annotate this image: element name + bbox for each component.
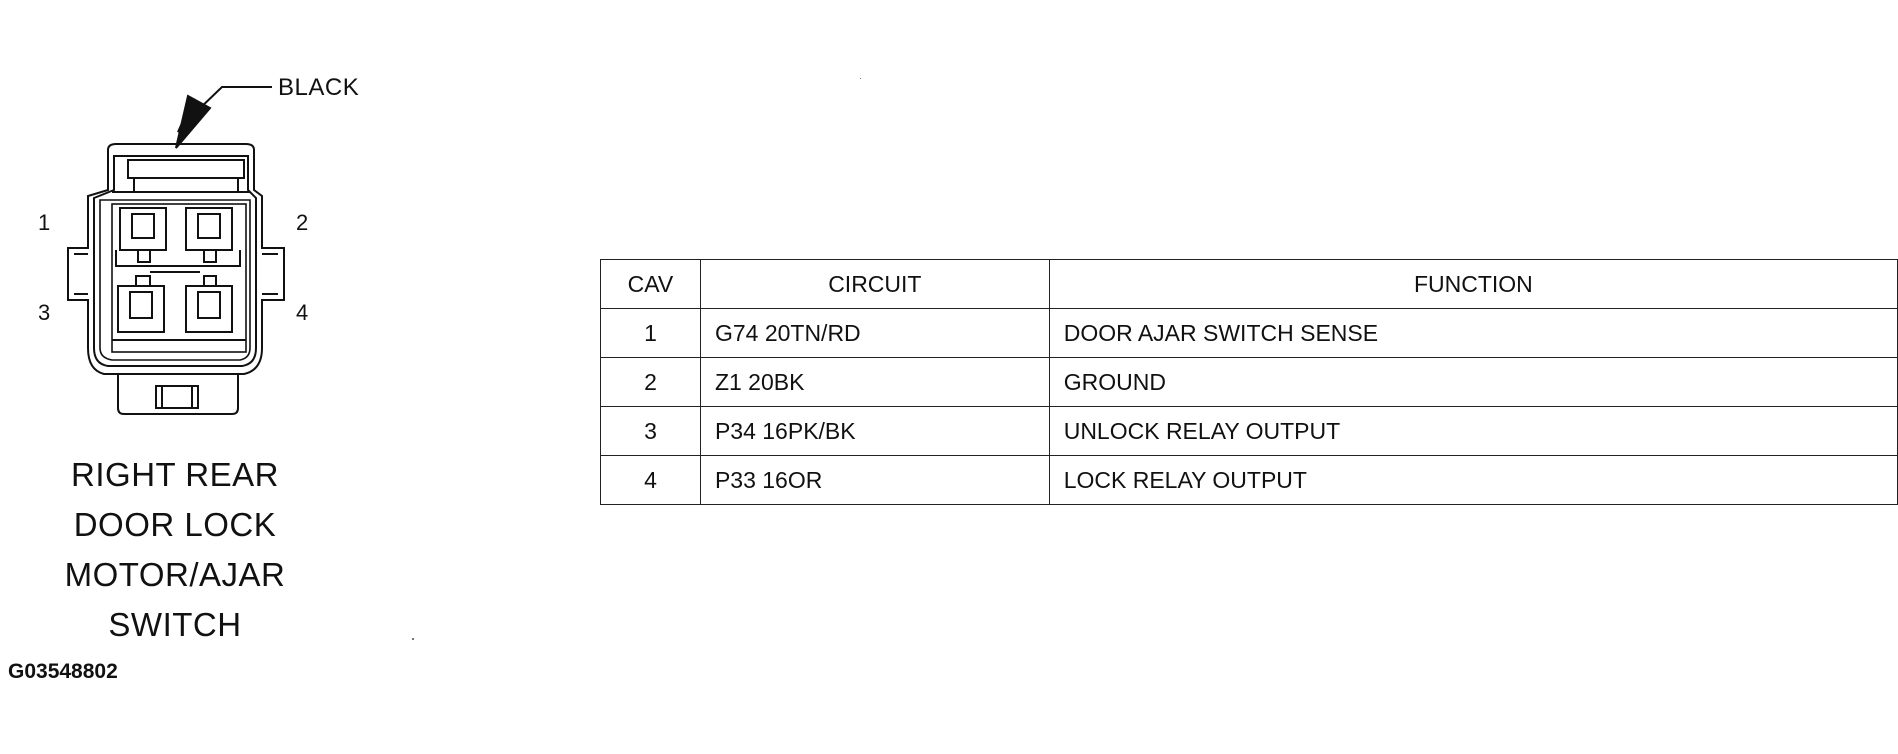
connector-name-line: MOTOR/AJAR — [64, 556, 286, 593]
connector-name: RIGHT REAR DOOR LOCK MOTOR/AJAR SWITCH — [40, 450, 310, 650]
circuit-cell: G74 20TN/RD — [699, 308, 1050, 358]
circuit-cell: P34 16PK/BK — [699, 406, 1050, 456]
scan-speck — [860, 78, 861, 79]
cav-cell: 1 — [600, 308, 701, 358]
function-cell: LOCK RELAY OUTPUT — [1048, 455, 1898, 505]
table-row: 2 Z1 20BK GROUND — [600, 357, 1898, 407]
circuit-cell: Z1 20BK — [699, 357, 1050, 407]
function-cell: GROUND — [1048, 357, 1898, 407]
housing-outline — [67, 143, 285, 375]
function-cell: UNLOCK RELAY OUTPUT — [1048, 406, 1898, 456]
table-row: 1 G74 20TN/RD DOOR AJAR SWITCH SENSE — [600, 308, 1898, 358]
header-cav: CAV — [600, 259, 701, 309]
scan-speck — [412, 638, 414, 640]
pinout-table: CAV CIRCUIT FUNCTION 1 G74 20TN/RD DOOR … — [600, 259, 1898, 505]
pin-label-2: 2 — [296, 210, 309, 235]
figure-id: G03548802 — [8, 660, 118, 683]
connector-name-line: RIGHT REAR — [71, 456, 279, 493]
table-row: 4 P33 16OR LOCK RELAY OUTPUT — [600, 455, 1898, 505]
connector-color-label: BLACK — [278, 74, 360, 101]
function-cell: DOOR AJAR SWITCH SENSE — [1048, 308, 1898, 358]
pin-label-1: 1 — [38, 210, 51, 235]
header-function: FUNCTION — [1048, 259, 1898, 309]
connector-name-line: SWITCH — [108, 606, 242, 643]
connector-name-line: DOOR LOCK — [73, 506, 277, 543]
header-circuit: CIRCUIT — [699, 259, 1050, 309]
table-header-row: CAV CIRCUIT FUNCTION — [600, 259, 1898, 309]
cav-cell: 3 — [600, 406, 701, 456]
cav-cell: 4 — [600, 455, 701, 505]
color-leader-line — [195, 86, 272, 113]
cav-cell: 2 — [600, 357, 701, 407]
table-row: 3 P34 16PK/BK UNLOCK RELAY OUTPUT — [600, 406, 1898, 456]
pin-label-3: 3 — [38, 300, 51, 325]
circuit-cell: P33 16OR — [699, 455, 1050, 505]
pin-label-4: 4 — [296, 300, 309, 325]
